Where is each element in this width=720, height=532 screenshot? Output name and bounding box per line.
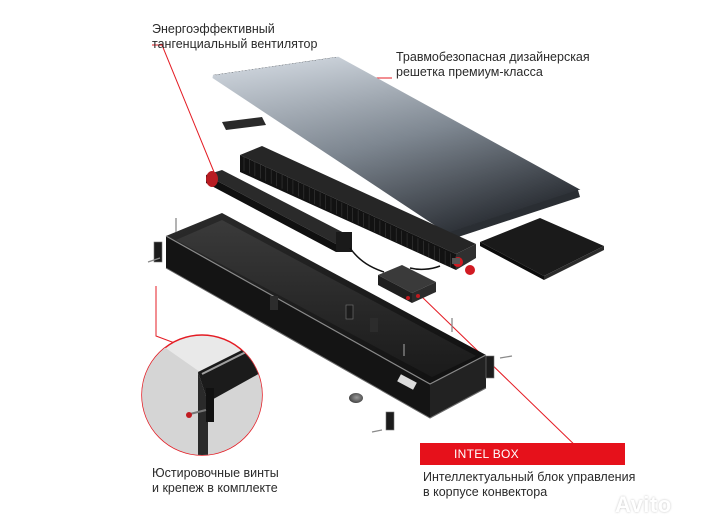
label-line: Юстировочные винты [152,466,279,480]
fan-leader-line [152,44,215,173]
intel-box-unit [378,265,436,303]
inner-brackets [270,296,378,332]
adjustment-feet [153,241,495,431]
grille [212,56,581,239]
zoom-detail-circle [141,334,263,456]
label-energy-efficient-fan: Энергоэффективный тангенциальный вентиля… [152,22,317,52]
heat-exchanger-fins [243,157,457,270]
label-line: тангенциальный вентилятор [152,37,318,51]
exchanger-cable [409,265,441,271]
end-cap-plate [480,218,604,280]
avito-watermark: Avito [615,492,672,517]
tangential-fan [206,170,352,252]
heat-exchanger [240,146,476,275]
label-adjustment-screws: Юстировочные винты и крепеж в комплекте [152,466,279,496]
grille-slats [212,56,581,235]
intel-leader-line [419,294,583,453]
intel-box-badge: INTEL BOX [420,443,625,465]
label-line: Травмобезопасная дизайнерская [396,50,590,64]
label-line: решетка премиум-класса [396,65,543,79]
fan-cable [349,247,385,273]
label-line: и крепеж в комплекте [152,481,278,495]
label-line: Энергоэффективный [152,22,275,36]
adjustment-screws [147,218,513,433]
label-intel-box: Интеллектуальный блок управления в корпу… [423,470,635,500]
grille-slat [335,56,581,194]
label-line: в корпусе конвектора [423,485,548,499]
label-designer-grille: Травмобезопасная дизайнерская решетка пр… [396,50,590,80]
label-line: Интеллектуальный блок управления [423,470,636,484]
heat-exchanger-valves [452,257,475,275]
convector-housing [165,213,487,419]
grille-end-bracket [222,117,266,130]
housing-sticker [397,374,417,390]
magnet-disc [349,393,363,403]
